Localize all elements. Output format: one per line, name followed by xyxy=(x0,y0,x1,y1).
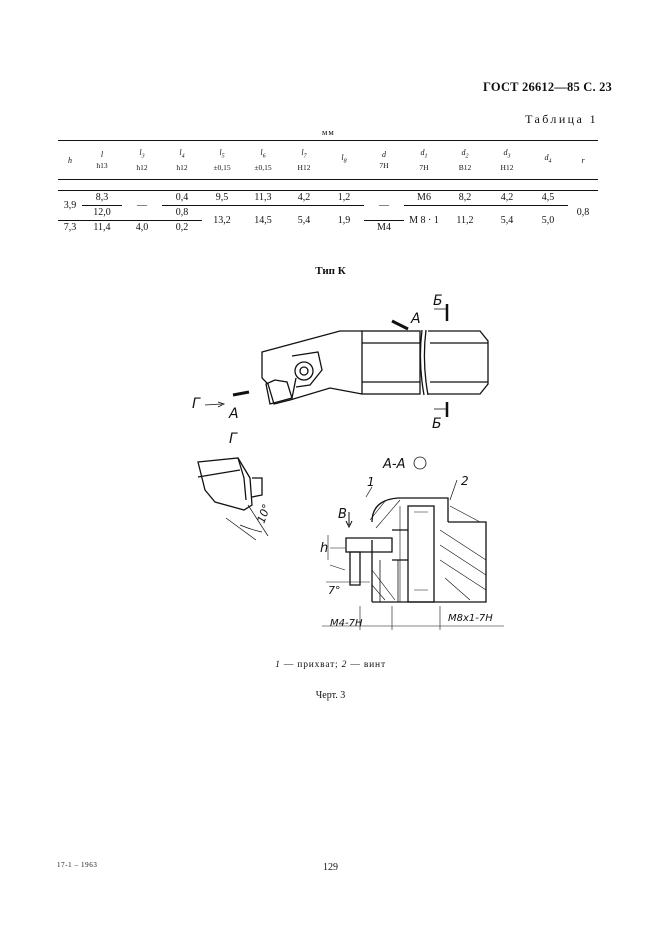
footer-code: 17-1 – 1963 xyxy=(57,861,98,869)
label-a-left: A xyxy=(228,406,239,422)
col-header: l5±0,15 xyxy=(202,140,242,180)
label-g-view: Г xyxy=(229,431,238,447)
table-cell: 12,0 xyxy=(82,205,122,221)
table-cell: M4 xyxy=(364,220,404,235)
label-section: А-А xyxy=(382,457,405,472)
table-cell: 7,3 xyxy=(58,220,82,235)
table-cell: 3,9 xyxy=(63,199,77,211)
table-cell: 0,4 xyxy=(175,192,189,203)
table-cell: 13,2 xyxy=(202,205,242,235)
table-cell: 1,9 xyxy=(324,205,364,235)
table-cell: — xyxy=(137,199,147,211)
table-cell: 4,2 xyxy=(500,192,514,203)
table-cell: 5,4 xyxy=(486,205,528,235)
table-cell: 1,2 xyxy=(337,192,351,203)
figure-legend: 1 — прихват; 2 — винт xyxy=(275,660,386,670)
table-cell: 0,8 xyxy=(162,205,202,221)
label-part-1: 1 xyxy=(367,475,375,489)
label-view-v: В xyxy=(338,507,347,522)
label-b-top: Б xyxy=(433,293,443,309)
table-row: 3,9 8,3 — 0,4 9,5 11,3 4,2 1,2 — M6 8,2 … xyxy=(58,191,598,218)
section-aa xyxy=(322,456,504,630)
table-cell: 11,3 xyxy=(254,192,272,203)
col-header: h xyxy=(58,140,82,180)
table-cell: — xyxy=(379,199,389,211)
table-row: 12,0 0,8 13,2 14,5 5,4 1,9 M 8 · 1 11,2 … xyxy=(58,205,598,235)
table-cell: 8,3 xyxy=(95,192,109,203)
col-header: l6±0,15 xyxy=(242,140,284,180)
table-cell: 4,5 xyxy=(541,192,555,203)
label-part-2: 2 xyxy=(461,474,469,488)
table-cell: 5,0 xyxy=(528,205,568,235)
label-g-arrow: Г xyxy=(192,396,201,412)
label-a-top: A xyxy=(410,311,421,327)
table-cell: 4,0 xyxy=(122,220,162,235)
label-thread-m8: М8х1-7Н xyxy=(448,613,493,624)
page-number: 129 xyxy=(323,862,338,873)
table-cell: M6 xyxy=(417,192,431,203)
table-label: Таблица 1 xyxy=(525,112,598,126)
label-angle-10: 10° xyxy=(255,502,274,525)
table-cell: 11,4 xyxy=(82,220,122,235)
view-g xyxy=(197,457,269,541)
figure-title: Тип К xyxy=(315,265,346,277)
table-cell: 9,5 xyxy=(215,192,229,203)
table-cell: 14,5 xyxy=(242,205,284,235)
table-cell: 5,4 xyxy=(284,205,324,235)
label-b-bottom: Б xyxy=(432,416,442,432)
col-header: r xyxy=(568,140,598,180)
table-cell: 0,2 xyxy=(162,220,202,235)
col-header: l8 xyxy=(324,140,364,180)
label-angle-7: 7° xyxy=(328,584,341,597)
table-cell: 4,2 xyxy=(297,192,311,203)
table-cell: 8,2 xyxy=(458,192,472,203)
label-h: h xyxy=(320,541,328,556)
table-units: мм xyxy=(322,127,335,137)
table-row: 7,3 11,4 4,0 0,2 M4 xyxy=(58,220,598,235)
col-header: d4 xyxy=(528,140,568,180)
document-header: ГОСТ 26612—85 С. 23 xyxy=(483,80,612,94)
tool-body xyxy=(261,329,489,405)
label-thread-m4: М4-7Н xyxy=(330,618,363,629)
table-cell: M 8 · 1 xyxy=(404,205,444,235)
table-cell: 0,8 xyxy=(576,207,590,218)
table-cell: 11,2 xyxy=(444,205,486,235)
figure-caption: Черт. 3 xyxy=(315,690,346,701)
